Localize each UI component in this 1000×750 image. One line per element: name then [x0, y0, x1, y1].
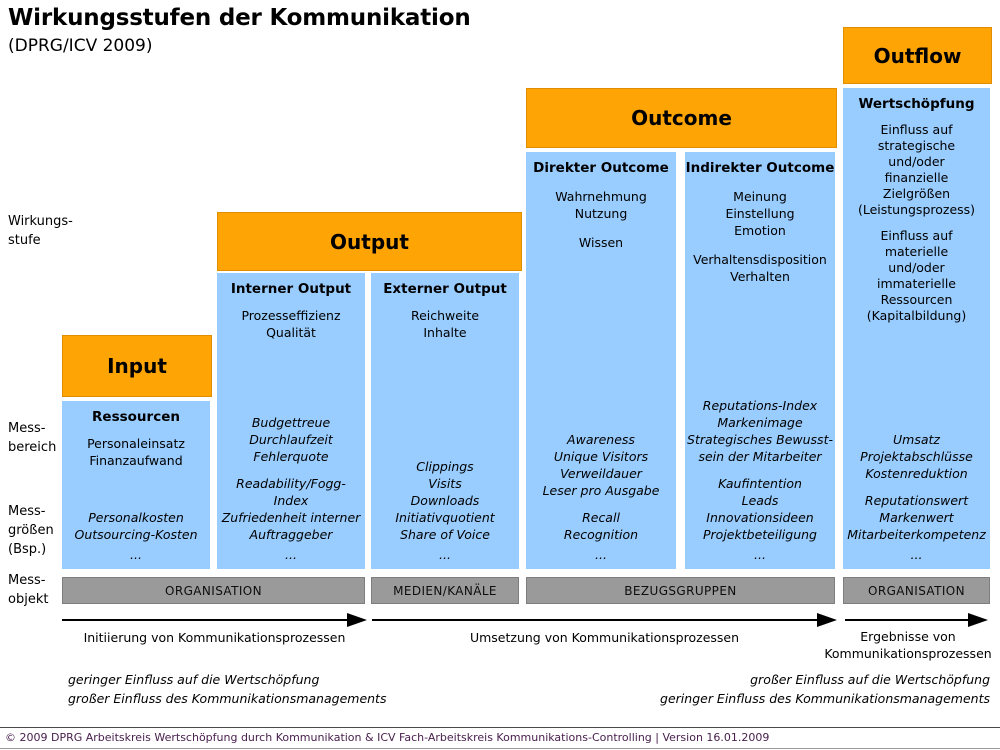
- outflow-messgroessen: Umsatz Projektabschlüsse Kostenreduktion…: [845, 421, 988, 562]
- footer-divider: [0, 727, 1000, 728]
- arrow-shaft: [62, 619, 347, 621]
- row-label-wirkungsstufe: Wirkungs- stufe: [8, 214, 73, 248]
- process-arrow-label-1: Initiierung von Kommunikationsprozessen: [83, 630, 346, 645]
- input-messgroessen-ellipsis: ...: [130, 547, 142, 562]
- column-header-externer-output: Externer Output: [383, 281, 507, 297]
- interner-output-messgroessen: Budgettreue Durchlaufzeit Fehlerquote Re…: [219, 404, 363, 562]
- page-bottom-edge: [0, 748, 1000, 749]
- process-arrow-3: [845, 613, 988, 627]
- footer-copyright: © 2009 DPRG Arbeitskreis Wertschöpfung d…: [5, 731, 770, 744]
- direkter-outcome-messgroessen-group-1: Awareness Unique Visitors Verweildauer L…: [542, 432, 660, 498]
- column-header-ressourcen: Ressourcen: [92, 409, 180, 425]
- outflow-messbereich-items-2: Einfluss auf materielle und/oder immater…: [866, 228, 967, 323]
- indirekter-outcome-messgroessen: Reputations-Index Markenimage Strategisc…: [687, 387, 833, 562]
- externer-output-messgroessen-group-1: Clippings Visits Downloads Initiativquot…: [395, 459, 495, 542]
- stage-header-output: Output: [217, 212, 522, 271]
- page-title: Wirkungsstufen der Kommunikation: [8, 5, 471, 31]
- interner-output-messgroessen-group-1: Budgettreue Durchlaufzeit Fehlerquote: [249, 415, 333, 464]
- column-direkter-outcome: Direkter Outcome Wahrnehmung Nutzung Wis…: [526, 152, 676, 569]
- row-label-messobjekt: Mess- objekt: [8, 573, 49, 607]
- arrow-right-icon: [817, 613, 837, 627]
- input-messgroessen-group-1: Personalkosten Outsourcing-Kosten: [74, 510, 198, 542]
- outflow-messgroessen-group-2: Reputationswert Markenwert Mitarbeiterko…: [847, 493, 986, 542]
- column-input: Ressourcen Personaleinsatz Finanzaufwand…: [62, 401, 210, 569]
- row-label-messgroessen: Mess- größen (Bsp.): [8, 504, 54, 557]
- direkter-outcome-messgroessen-group-2: Recall Recognition: [563, 510, 639, 542]
- indirekter-outcome-messbereich-items-2: Verhaltensdisposition Verhalten: [693, 252, 827, 284]
- arrow-shaft: [372, 619, 817, 621]
- outflow-messgroessen-ellipsis: ...: [910, 547, 923, 562]
- stage-header-input: Input: [62, 335, 212, 397]
- arrow-shaft: [845, 619, 968, 621]
- process-arrow-label-2: Umsetzung von Kommunikationsprozessen: [469, 630, 740, 645]
- outflow-messbereich-items-1: Einfluss auf strategische und/oder finan…: [857, 122, 976, 217]
- indirekter-outcome-messgroessen-ellipsis: ...: [754, 547, 766, 562]
- direkter-outcome-messbereich-items-2: Wissen: [578, 235, 624, 250]
- indirekter-outcome-messgroessen-group-2: Kaufintention Leads Innovationsideen Pro…: [703, 476, 817, 542]
- column-header-direkter-outcome: Direkter Outcome: [533, 160, 669, 176]
- indirekter-outcome-messbereich-items-1: Meinung Einstellung Emotion: [725, 189, 795, 238]
- messobjekt-bar-medien-kanaele: MEDIEN/KANÄLE: [371, 577, 519, 604]
- column-outflow: Wertschöpfung Einfluss auf strategische …: [843, 88, 990, 569]
- page-subtitle: (DPRG/ICV 2009): [8, 36, 153, 56]
- arrow-right-icon: [968, 613, 988, 627]
- column-header-wertschoepfung: Wertschöpfung: [858, 96, 975, 112]
- direkter-outcome-messgroessen: Awareness Unique Visitors Verweildauer L…: [528, 421, 674, 562]
- column-externer-output: Externer Output Reichweite Inhalte Clipp…: [371, 273, 519, 569]
- arrow-right-icon: [347, 613, 367, 627]
- interner-output-messbereich-items: Prozesseffizienz Qualität: [241, 308, 341, 340]
- process-arrow-2: [372, 613, 837, 627]
- externer-output-messbereich-items: Reichweite Inhalte: [410, 308, 480, 340]
- messobjekt-bar-organisation-right: ORGANISATION: [843, 577, 990, 604]
- column-interner-output: Interner Output Prozesseffizienz Qualitä…: [217, 273, 365, 569]
- stage-header-outflow: Outflow: [843, 27, 992, 84]
- externer-output-messgroessen: Clippings Visits Downloads Initiativquot…: [373, 448, 517, 562]
- bottom-note-right: großer Einfluss auf die Wertschöpfung ge…: [660, 672, 990, 706]
- column-header-indirekter-outcome: Indirekter Outcome: [685, 160, 835, 176]
- column-indirekter-outcome: Indirekter Outcome Meinung Einstellung E…: [685, 152, 835, 569]
- messobjekt-bar-organisation-left: ORGANISATION: [62, 577, 365, 604]
- interner-output-messgroessen-group-2: Readability/Fogg-Index Zufriedenheit int…: [221, 476, 361, 542]
- row-label-messbereich: Mess- bereich: [8, 421, 57, 455]
- bottom-note-left: geringer Einfluss auf die Wertschöpfung …: [68, 672, 387, 706]
- stage-header-outcome: Outcome: [526, 88, 837, 148]
- externer-output-messgroessen-ellipsis: ...: [439, 547, 451, 562]
- indirekter-outcome-messgroessen-group-1: Reputations-Index Markenimage Strategisc…: [687, 398, 833, 464]
- interner-output-messgroessen-ellipsis: ...: [285, 547, 297, 562]
- input-messbereich-items: Personaleinsatz Finanzaufwand: [87, 436, 185, 468]
- input-messgroessen: Personalkosten Outsourcing-Kosten ...: [64, 499, 208, 562]
- direkter-outcome-messbereich-items-1: Wahrnehmung Nutzung: [555, 189, 647, 221]
- process-arrow-1: [62, 613, 367, 627]
- outflow-messgroessen-group-1: Umsatz Projektabschlüsse Kostenreduktion: [860, 432, 973, 481]
- direkter-outcome-messgroessen-ellipsis: ...: [595, 547, 607, 562]
- messobjekt-bar-bezugsgruppen: BEZUGSGRUPPEN: [526, 577, 835, 604]
- process-arrow-label-3: Ergebnisse von Kommunikationsprozessen: [824, 629, 992, 661]
- column-header-interner-output: Interner Output: [230, 281, 352, 297]
